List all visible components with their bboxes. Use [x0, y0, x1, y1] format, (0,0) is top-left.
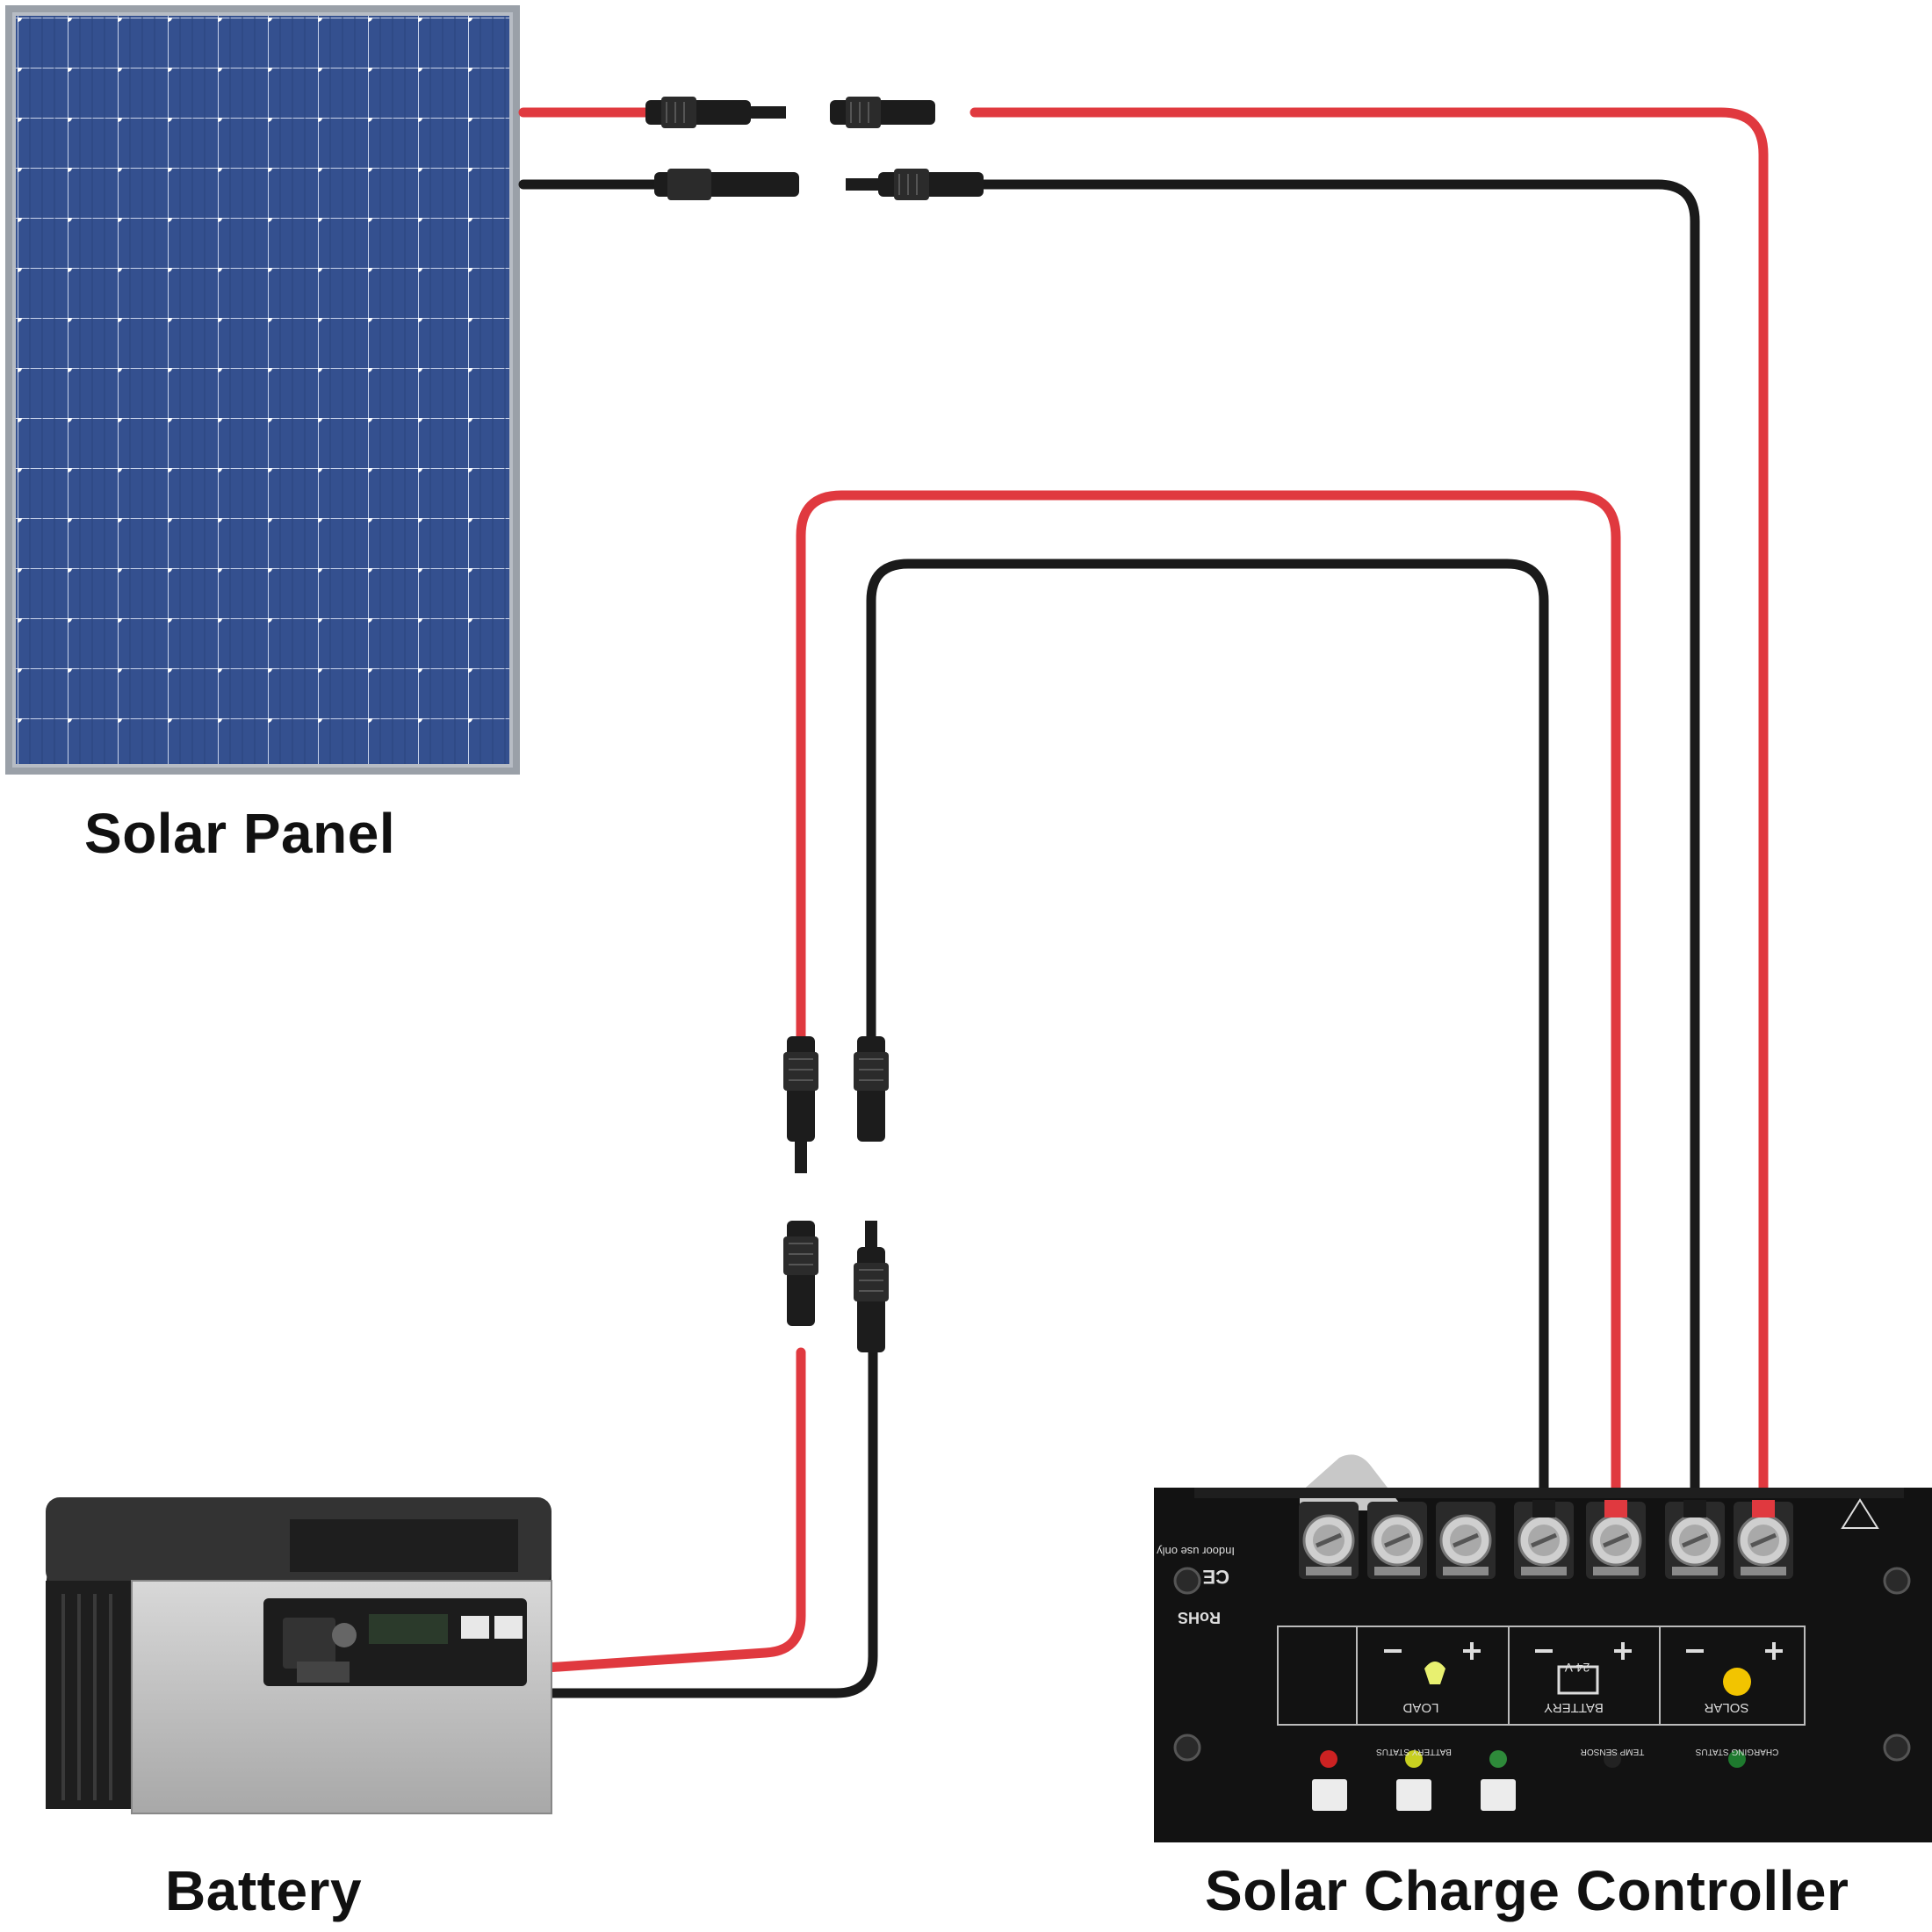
controller-battery-text: BATTERY — [1544, 1700, 1604, 1715]
battery-mc4-connectors — [782, 1035, 890, 1353]
controller-ce-text: CE — [1202, 1566, 1229, 1588]
controller-indoor-text: Indoor use only — [1157, 1545, 1235, 1558]
controller-charging-status-text: CHARGING STATUS — [1695, 1747, 1778, 1756]
battery-positive-cable — [796, 490, 1621, 1509]
charge-controller: SOLAR BATTERY LOAD 24 V RoHS CE Indoor u… — [1154, 1454, 1932, 1842]
battery-negative-cable — [866, 559, 1549, 1509]
solar-panel — [5, 5, 520, 775]
solar-panel-label: Solar Panel — [84, 802, 396, 865]
battery-label: Battery — [165, 1859, 363, 1922]
controller-solar-text: SOLAR — [1704, 1700, 1748, 1715]
controller-rohs-text: RoHS — [1178, 1609, 1221, 1626]
controller-temp-sensor-text: TEMP SENSOR — [1581, 1747, 1645, 1756]
battery-black-lead — [372, 1347, 878, 1698]
controller-load-text: LOAD — [1402, 1700, 1438, 1715]
controller-battery-status-text: BATTERY STATUS — [1376, 1747, 1452, 1756]
solar-positive-cable — [970, 107, 1769, 1509]
solar-charge-controller-label: Solar Charge Controller — [1205, 1859, 1849, 1922]
battery-red-lead — [372, 1347, 806, 1684]
solar-negative-cable — [978, 179, 1700, 1509]
panel-mc4-connectors — [645, 96, 984, 201]
controller-voltage-text: 24 V — [1564, 1661, 1590, 1675]
wires — [372, 107, 1769, 1698]
battery-unit — [46, 1497, 552, 1814]
